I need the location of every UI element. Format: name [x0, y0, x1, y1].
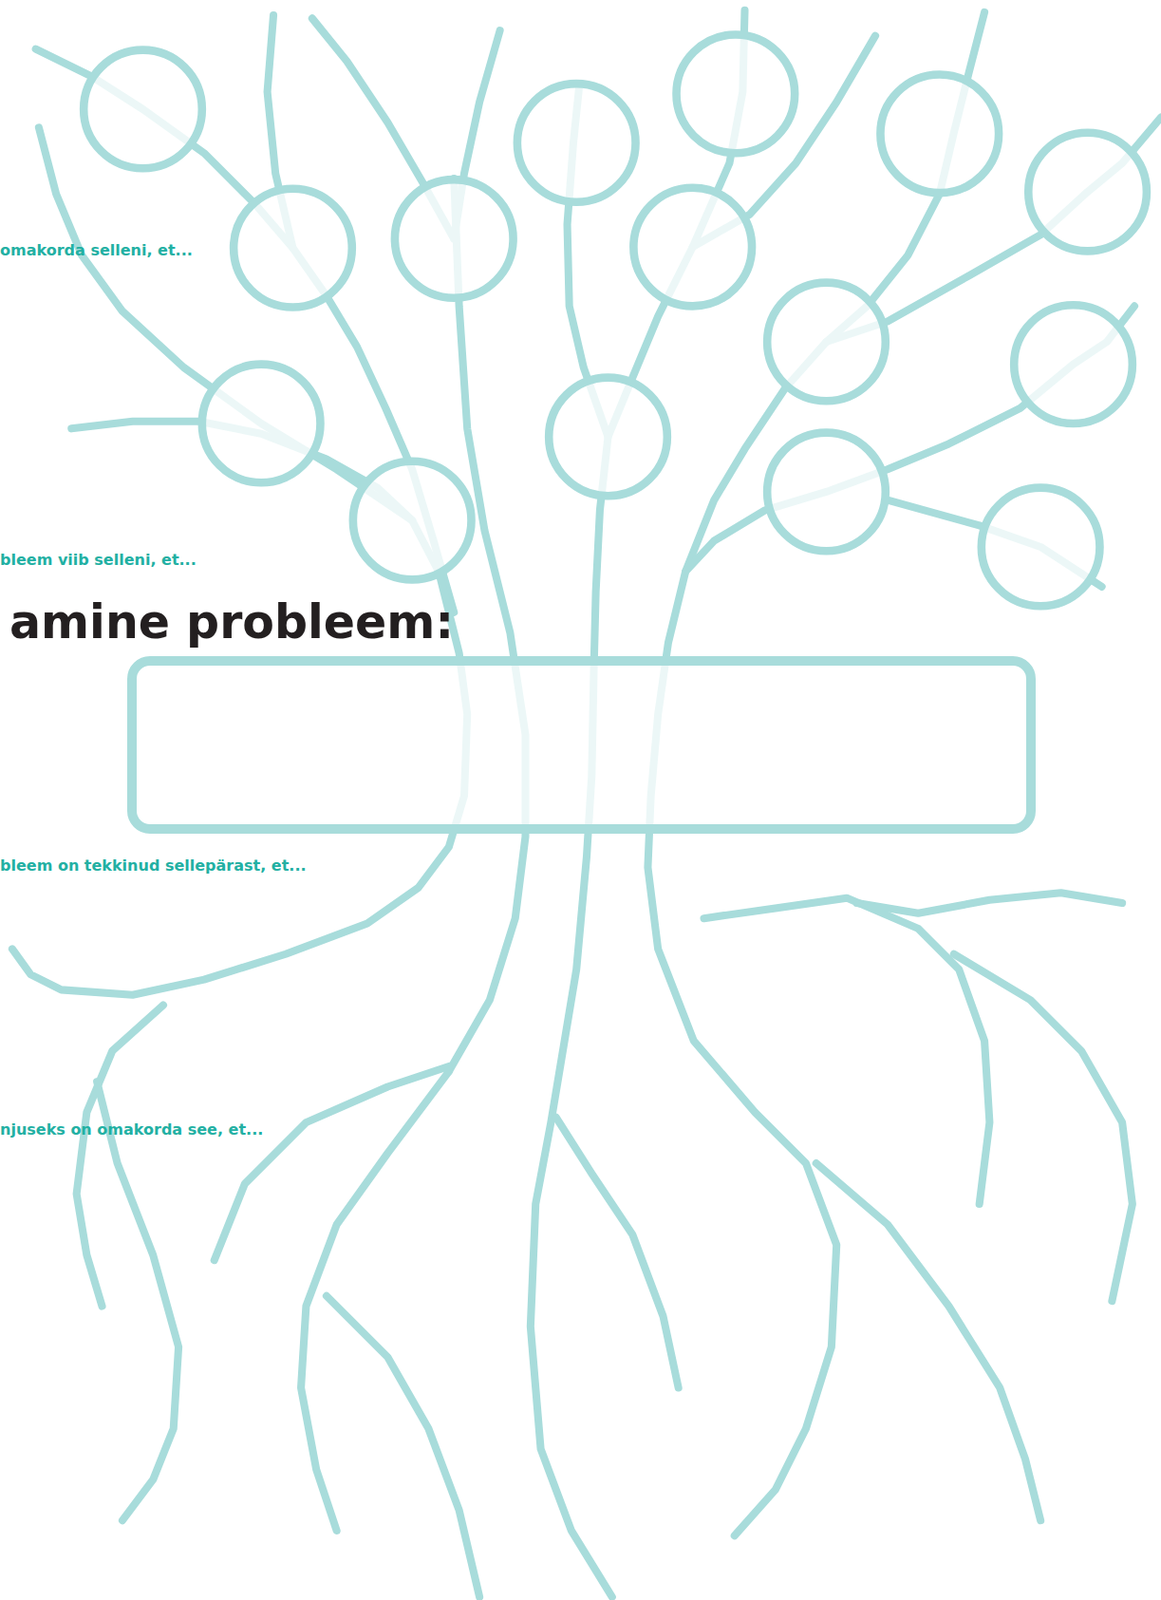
leaf-circle: [767, 282, 886, 402]
tree-root: [816, 1162, 1041, 1520]
leaf-circle: [1013, 304, 1133, 424]
tree-root: [556, 1117, 679, 1388]
leaf-circle: [517, 83, 637, 203]
tree-root: [954, 954, 1133, 1301]
prompt-label: njuseks on omakorda see, et...: [0, 1122, 263, 1138]
leaf-circle: [353, 461, 472, 581]
problem-heading: amine probleem:: [9, 599, 454, 646]
prompt-label: omakorda selleni, et...: [0, 243, 193, 259]
leaf-circles: [83, 35, 1147, 607]
tree-root: [326, 1295, 480, 1597]
tree-root: [76, 1004, 164, 1306]
leaf-circle: [202, 364, 321, 484]
leaf-circle: [767, 432, 886, 552]
tree-trunk: [449, 178, 526, 1071]
prompt-label: bleem on tekkinud sellepärast, et...: [0, 858, 307, 874]
tree-root: [704, 898, 991, 1204]
tree-trunk: [530, 83, 613, 1597]
leaf-circle: [1028, 132, 1147, 252]
leaf-circle: [83, 50, 203, 169]
leaf-circle: [676, 35, 796, 154]
tree-root: [857, 892, 1123, 913]
tree-root: [300, 1070, 450, 1531]
tree-root: [214, 1066, 450, 1260]
leaf-circle: [394, 179, 514, 299]
leaf-circle: [880, 74, 999, 193]
tree-root: [96, 1081, 179, 1520]
leaf-circle: [633, 187, 752, 307]
problem-box: amine probleem:: [127, 655, 1036, 834]
leaf-circle: [548, 377, 668, 497]
prompt-label: bleem viib selleni, et...: [0, 552, 197, 568]
leaf-circle: [233, 188, 353, 308]
leaf-circle: [981, 487, 1101, 607]
